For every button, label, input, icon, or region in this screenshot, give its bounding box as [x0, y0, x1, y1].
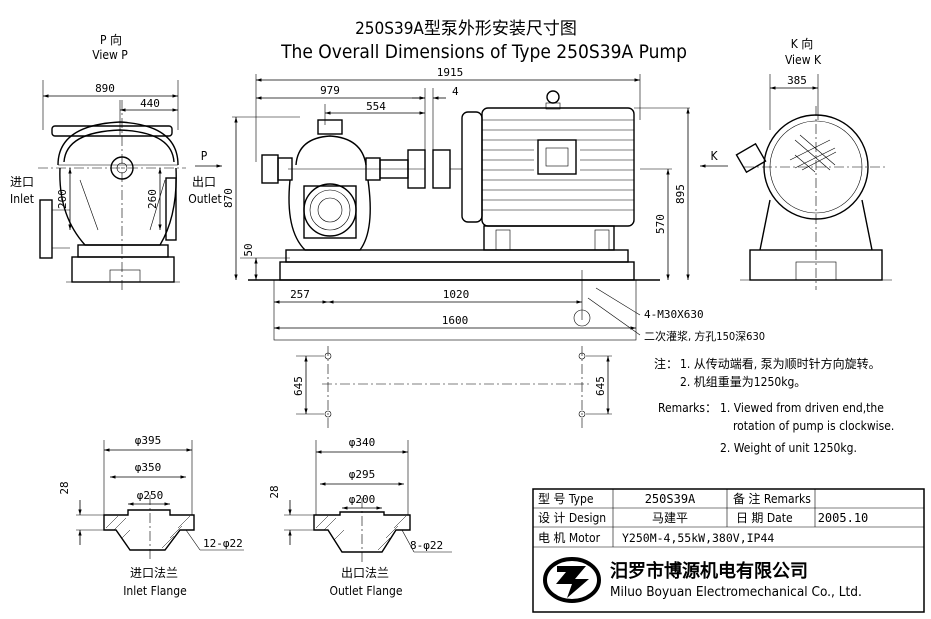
- dim-554: 554: [366, 100, 386, 113]
- notes-cn-label: 注：: [654, 356, 678, 371]
- outlet-flange-cn: 出口法兰: [341, 566, 389, 580]
- outlet-en: Outlet: [188, 192, 221, 206]
- inlet-en: Inlet: [10, 192, 34, 206]
- outlet-flange-d2: φ295: [349, 468, 376, 481]
- inlet-flange-thk: 28: [58, 481, 71, 494]
- inlet-flange-en: Inlet Flange: [123, 584, 187, 598]
- company-cn: 汨罗市博源机电有限公司: [610, 560, 808, 582]
- title-cn: 250S39A型泵外形安装尺寸图: [355, 19, 577, 39]
- outlet-flange-detail: φ340 φ295 φ200 28 8-φ22 出口法兰 Outlet Flan…: [268, 436, 452, 598]
- date-value: 2005.10: [818, 511, 869, 525]
- motor-value: Y250M-4,55kW,380V,IP44: [622, 531, 774, 545]
- view-k-cn: K 向: [791, 36, 814, 51]
- view-p-cn: P 向: [100, 32, 122, 47]
- dim-895: 895: [674, 184, 687, 204]
- dim-200: 200: [56, 189, 69, 209]
- inlet-flange-cn: 进口法兰: [130, 566, 178, 580]
- dim-50: 50: [242, 243, 255, 256]
- company-en: Miluo Boyuan Electromechanical Co., Ltd.: [610, 584, 862, 600]
- notes-en-1a: 1. Viewed from driven end,the: [720, 401, 884, 415]
- dim-570: 570: [654, 214, 667, 234]
- notes-en-1b: rotation of pump is clockwise.: [733, 419, 894, 433]
- inlet-flange-d1: φ395: [135, 434, 162, 447]
- type-label: 型 号 Type: [538, 492, 594, 506]
- dim-4: 4: [452, 85, 459, 98]
- dim-645-left: 645: [292, 376, 305, 396]
- outlet-cn: 出口: [192, 175, 216, 189]
- outlet-flange-d1: φ340: [349, 436, 376, 449]
- dim-385: 385: [787, 74, 807, 87]
- dim-440: 440: [140, 97, 160, 110]
- view-p: P 向 View P 890 440: [10, 32, 222, 290]
- view-main: P K 1915 979 554 4 870 50: [195, 66, 765, 343]
- view-p-en: View P: [92, 48, 128, 62]
- inlet-cn: 进口: [10, 175, 34, 189]
- dim-1915: 1915: [437, 66, 464, 79]
- notes-cn-2: 2. 机组重量为1250kg。: [680, 375, 806, 389]
- motor-label: 电 机 Motor: [538, 531, 601, 545]
- dim-1600: 1600: [442, 314, 469, 327]
- title-en: The Overall Dimensions of Type 250S39A P…: [280, 41, 687, 63]
- notes-en-label: Remarks：: [658, 401, 717, 415]
- inlet-flange-holes: 12-φ22: [203, 537, 243, 550]
- notes-en-2: 2. Weight of unit 1250kg.: [720, 441, 857, 455]
- view-k-en: View K: [785, 53, 822, 67]
- dim-890: 890: [95, 82, 115, 95]
- inlet-flange-d2: φ350: [135, 461, 162, 474]
- arrow-p-label: P: [201, 149, 208, 163]
- foundation-plan: 645 645: [292, 346, 612, 428]
- date-label: 日 期 Date: [736, 511, 793, 525]
- outlet-flange-thk: 28: [268, 485, 281, 498]
- title-block: 型 号 Type 250S39A 备 注 Remarks 设 计 Design …: [532, 488, 925, 613]
- design-label: 设 计 Design: [538, 511, 606, 525]
- type-value: 250S39A: [645, 492, 696, 506]
- dim-1020: 1020: [443, 288, 470, 301]
- arrow-k-label: K: [710, 149, 718, 163]
- dim-257: 257: [290, 288, 310, 301]
- remarks-label: 备 注 Remarks: [733, 491, 811, 506]
- dim-260: 260: [146, 189, 159, 209]
- anchor-grout: 二次灌浆, 方孔150深630: [644, 329, 765, 343]
- anchor-bolts: 4-M30X630: [644, 308, 704, 321]
- company-logo: [543, 557, 601, 603]
- dim-645-right: 645: [594, 376, 607, 396]
- view-k: K 向 View K 385: [735, 36, 892, 290]
- outlet-flange-en: Outlet Flange: [329, 584, 402, 598]
- outlet-flange-holes: 8-φ22: [410, 539, 443, 552]
- inlet-flange-detail: φ395 φ350 φ250 28 12-φ22 进口法兰 Inlet Flan…: [58, 434, 244, 598]
- notes-cn-1: 1. 从传动端看, 泵为顺时针方向旋转。: [680, 356, 881, 371]
- design-value: 马建平: [652, 511, 688, 525]
- notes: 注： 1. 从传动端看, 泵为顺时针方向旋转。 2. 机组重量为1250kg。 …: [654, 356, 894, 455]
- dim-979: 979: [320, 84, 340, 97]
- dim-870: 870: [222, 188, 235, 208]
